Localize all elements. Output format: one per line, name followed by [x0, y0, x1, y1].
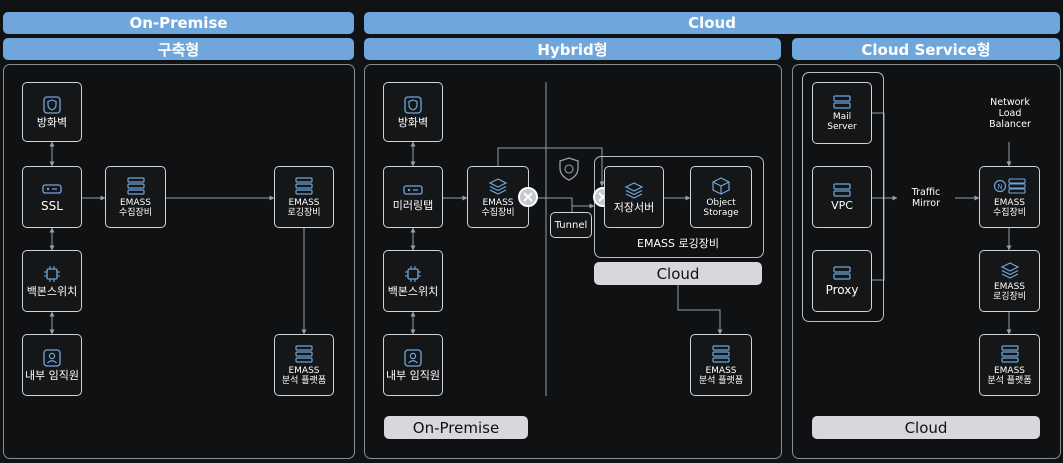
hybrid-collector-label: EMASS 수집장비 — [481, 197, 515, 218]
emass-logger-label: EMASS 로깅장비 — [287, 197, 321, 218]
tunnel-box: Tunnel — [550, 212, 592, 238]
source-group — [802, 72, 884, 322]
hybrid-firewall-node: 방화벽 — [383, 82, 443, 142]
header-on-premise: On-Premise — [3, 12, 354, 34]
header-cloud-service: Cloud Service형 — [792, 38, 1060, 60]
mail-server-node: Mail Server — [812, 82, 872, 144]
hybrid-analytics-label: EMASS 분석 플랫폼 — [698, 365, 744, 386]
crossing-icon — [518, 187, 538, 207]
hybrid-employee-label: 내부 임직원 — [385, 368, 441, 382]
chip-icon — [405, 265, 421, 282]
server-icon — [295, 176, 313, 195]
shield-check-icon — [559, 157, 579, 181]
traffic-mirror-label: Traffic Mirror — [897, 180, 955, 216]
emass-logger-node: EMASS 로깅장비 — [274, 166, 334, 228]
storage-server-node: 저장서버 — [604, 166, 664, 228]
mail-server-label: Mail Server — [827, 111, 857, 132]
ssl-label: SSL — [41, 198, 63, 213]
header-hybrid: Hybrid형 — [364, 38, 781, 60]
chip-icon — [44, 265, 60, 282]
header-cloud: Cloud — [364, 12, 1060, 34]
object-storage-node: Object Storage — [690, 166, 752, 228]
hybrid-employee-node: 내부 임직원 — [383, 334, 443, 396]
user-icon — [404, 348, 422, 367]
header-build-type: 구축형 — [3, 38, 354, 60]
layers-icon — [1000, 261, 1019, 279]
cloud-logger-label: EMASS 로깅장비 — [992, 281, 1027, 302]
device-icon — [42, 183, 62, 194]
cloud-analytics-node: EMASS 분석 플랫폼 — [979, 334, 1040, 396]
proxy-label: Proxy — [825, 282, 859, 297]
ssl-node: SSL — [22, 166, 82, 228]
object-storage-label: Object Storage — [703, 197, 739, 218]
server-icon — [1000, 344, 1019, 363]
firewall-label: 방화벽 — [36, 115, 68, 129]
employee-label: 내부 임직원 — [24, 368, 80, 382]
user-icon — [43, 348, 61, 367]
firewall-node: 방화벽 — [22, 82, 82, 142]
logging-group-caption: EMASS 로깅장비 — [637, 237, 719, 250]
backbone-switch-label: 백본스위치 — [26, 284, 78, 298]
nlb-label: Network Load Balancer — [979, 92, 1041, 134]
hybrid-backbone-label: 백본스위치 — [387, 284, 439, 298]
server-icon — [295, 344, 313, 363]
emass-logging-group — [594, 156, 764, 258]
hybrid-analytics-node: EMASS 분석 플랫폼 — [690, 334, 752, 396]
emass-analytics-node: EMASS 분석 플랫폼 — [274, 334, 334, 396]
vpc-label: VPC — [831, 198, 853, 212]
cloud-logger-node: EMASS 로깅장비 — [979, 250, 1040, 312]
server-icon — [833, 94, 851, 109]
cloud-service-cloud-pill: Cloud — [812, 416, 1040, 439]
storage-server-label: 저장서버 — [613, 200, 655, 214]
mirroring-tap-label: 미러링탭 — [392, 198, 434, 212]
backbone-switch-node: 백본스위치 — [22, 250, 82, 312]
nlb-server-icon: N — [993, 177, 1026, 194]
cube-icon — [712, 176, 730, 195]
hybrid-backbone-node: 백본스위치 — [383, 250, 443, 312]
cloud-collector-label: EMASS 수집장비 — [992, 197, 1027, 218]
layers-icon — [624, 181, 644, 199]
cloud-collector-node: N EMASS 수집장비 — [979, 166, 1040, 228]
device-icon — [403, 184, 423, 195]
vpc-node: VPC — [812, 166, 872, 228]
proxy-node: Proxy — [812, 250, 872, 312]
mirroring-tap-node: 미러링탭 — [383, 166, 443, 228]
server-icon — [833, 265, 851, 280]
hybrid-firewall-label: 방화벽 — [397, 115, 429, 129]
emass-collector-node: EMASS 수집장비 — [105, 166, 166, 228]
server-icon — [833, 182, 851, 197]
hybrid-cloud-pill: Cloud — [594, 262, 762, 285]
server-icon — [712, 344, 730, 363]
shield-icon — [43, 95, 61, 114]
layers-icon — [488, 177, 508, 195]
employee-node: 내부 임직원 — [22, 334, 82, 396]
emass-collector-label: EMASS 수집장비 — [118, 197, 153, 218]
server-icon — [126, 176, 145, 195]
svg-text:N: N — [997, 183, 1002, 191]
hybrid-onprem-pill: On-Premise — [384, 416, 528, 439]
cloud-analytics-label: EMASS 분석 플랫폼 — [987, 365, 1032, 386]
shield-icon — [404, 95, 422, 114]
emass-analytics-label: EMASS 분석 플랫폼 — [281, 365, 327, 386]
